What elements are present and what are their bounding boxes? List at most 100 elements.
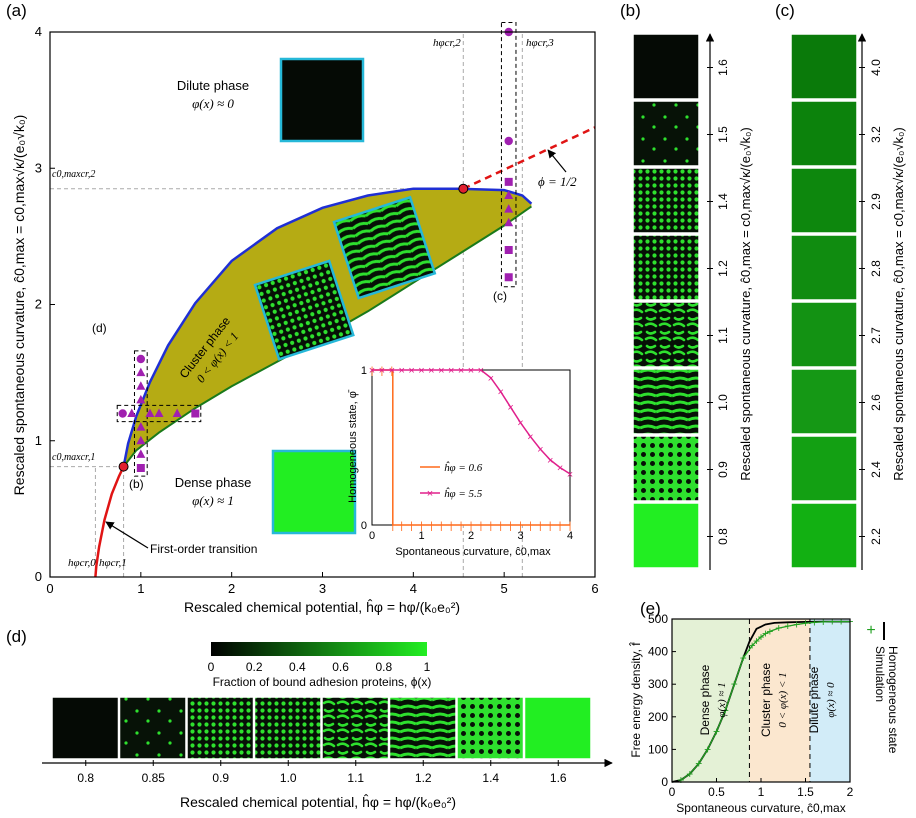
colorbar-tick-label: 0 bbox=[208, 660, 215, 674]
panel-b-tile-label: 1.5 bbox=[716, 126, 730, 143]
marker-c bbox=[504, 136, 513, 146]
panel-d-tile bbox=[523, 696, 592, 760]
e-legend-simulation: Simulation bbox=[873, 646, 887, 702]
inset-point: × bbox=[448, 365, 454, 377]
marker-d bbox=[127, 408, 137, 417]
inset-x-axis-label: Spontaneous curvature, ĉ0,max bbox=[395, 546, 551, 558]
panel-c-tile bbox=[790, 33, 858, 100]
inset-legend-item: ĥφ = 5.5 bbox=[444, 487, 483, 500]
inset-point: | bbox=[549, 521, 552, 532]
e-y-tick-label: 300 bbox=[648, 677, 668, 691]
panel-b-tiles bbox=[632, 33, 700, 569]
inset-x-tick-label: 1 bbox=[418, 530, 424, 542]
panel-d-x-axis-label: Rescaled chemical potential, ĥφ = hφ/(k₀… bbox=[180, 793, 456, 810]
marker-c bbox=[504, 246, 513, 254]
e-simulation-point: + bbox=[722, 703, 729, 717]
selection-box-d bbox=[116, 404, 202, 423]
panel-d-tile-label: 1.1 bbox=[347, 771, 364, 785]
sample-markers bbox=[118, 27, 514, 472]
inset-point: | bbox=[499, 521, 502, 532]
inset-point: × bbox=[408, 365, 414, 377]
first-order-label: First-order transition bbox=[150, 542, 257, 556]
panel-c-tiles bbox=[790, 33, 858, 569]
panel-c-tile bbox=[790, 167, 858, 234]
inset-x-tick-label: 2 bbox=[468, 530, 474, 542]
marker-b bbox=[136, 381, 146, 390]
panel-c-tile-label: 2.6 bbox=[869, 394, 883, 411]
panel-c-tile-label: 2.9 bbox=[869, 193, 883, 210]
panel-c-tile-label: 2.7 bbox=[869, 327, 883, 344]
panel-b-tile-label: 1.1 bbox=[716, 327, 730, 344]
panel-b-tile bbox=[632, 435, 700, 502]
h-cr0-label: hφcr,0 bbox=[68, 557, 96, 569]
box-d-label: (d) bbox=[92, 321, 107, 335]
panel-c: (c) 4.03.22.92.82.72.62.42.2 Rescaled sp… bbox=[775, 1, 906, 570]
panel-d-tile-label: 0.9 bbox=[212, 771, 229, 785]
inset-point: | bbox=[410, 521, 413, 532]
inset-point: × bbox=[547, 455, 553, 467]
panel-d-tile bbox=[321, 696, 390, 760]
marker-b bbox=[136, 394, 146, 404]
e-dense-region bbox=[672, 619, 750, 782]
e-simulation-point: + bbox=[784, 619, 791, 633]
inset-series: ||||||||||||||||||||||××××××××××××××××××… bbox=[369, 365, 573, 532]
h-cr1-label: hφcr,1 bbox=[99, 557, 127, 569]
panel-b: (b) 1.61.51.41.21.11.00.90.8 Rescaled sp… bbox=[620, 1, 753, 570]
e-dense-title: Dense phase bbox=[698, 664, 712, 735]
inset-point: | bbox=[480, 521, 483, 532]
homogeneous-state-inset: ||||||||||||||||||||||××××××××××××××××××… bbox=[347, 365, 573, 558]
inset-point: × bbox=[379, 365, 385, 377]
panel-b-tile-label: 1.4 bbox=[716, 193, 730, 210]
panel-a-x-axis-label: Rescaled chemical potential, ĥφ = hφ/(k₀… bbox=[184, 598, 460, 615]
inset-point: | bbox=[529, 521, 532, 532]
inset-point: | bbox=[400, 521, 403, 532]
first-order-transition-line bbox=[94, 466, 125, 578]
inset-point: × bbox=[369, 365, 375, 377]
selection-box-c bbox=[500, 21, 517, 288]
e-simulation-point: + bbox=[820, 615, 827, 629]
inset-point: × bbox=[398, 365, 404, 377]
e-simulation-point: + bbox=[829, 615, 836, 629]
x-tick-label: 6 bbox=[591, 581, 598, 596]
marker-b bbox=[136, 367, 146, 377]
e-simulation-point: + bbox=[713, 724, 720, 738]
box-b-label: (b) bbox=[129, 477, 144, 491]
marker-d bbox=[172, 408, 182, 417]
e-y-tick-label: 500 bbox=[648, 612, 668, 626]
critical-guides bbox=[50, 32, 523, 577]
panel-b-tile-label: 0.8 bbox=[716, 528, 730, 545]
panel-c-tile bbox=[790, 100, 858, 167]
panel-d-tile-label: 0.8 bbox=[77, 771, 94, 785]
marker-b bbox=[136, 464, 145, 472]
marker-b bbox=[136, 449, 146, 458]
inset-point: | bbox=[509, 521, 512, 532]
e-x-tick-label: 1 bbox=[758, 785, 765, 799]
panel-d-tiles bbox=[51, 696, 592, 760]
panel-b-tile-label: 0.9 bbox=[716, 461, 730, 478]
panel-label-a: (a) bbox=[6, 1, 27, 20]
x-tick-label: 0 bbox=[46, 581, 53, 596]
panel-c-tile bbox=[790, 301, 858, 368]
colorbar bbox=[211, 642, 427, 656]
panel-c-tile bbox=[790, 368, 858, 435]
panel-b-tile bbox=[632, 368, 700, 435]
phi-half-label: ϕ = 1/2 bbox=[538, 174, 577, 189]
selection-box-b bbox=[133, 350, 148, 477]
e-simulation-point: + bbox=[766, 624, 773, 638]
inset-point: × bbox=[557, 463, 563, 475]
panel-b-labels: 1.61.51.41.21.11.00.90.8 bbox=[707, 59, 730, 545]
y-tick-label: 4 bbox=[35, 24, 42, 39]
marker-c bbox=[504, 204, 514, 213]
panel-label-e: (e) bbox=[640, 599, 661, 618]
e-y-tick-label: 100 bbox=[648, 742, 668, 756]
e-simulation-point: + bbox=[731, 677, 738, 691]
e-simulation-point: + bbox=[757, 630, 764, 644]
colorbar-tick-label: 1 bbox=[424, 660, 431, 674]
inset-y-tick-label: 1 bbox=[361, 365, 367, 377]
e-simulation-point: + bbox=[838, 615, 845, 629]
panel-d-tile bbox=[388, 696, 457, 760]
panel-c-tile-label: 3.2 bbox=[869, 126, 883, 143]
